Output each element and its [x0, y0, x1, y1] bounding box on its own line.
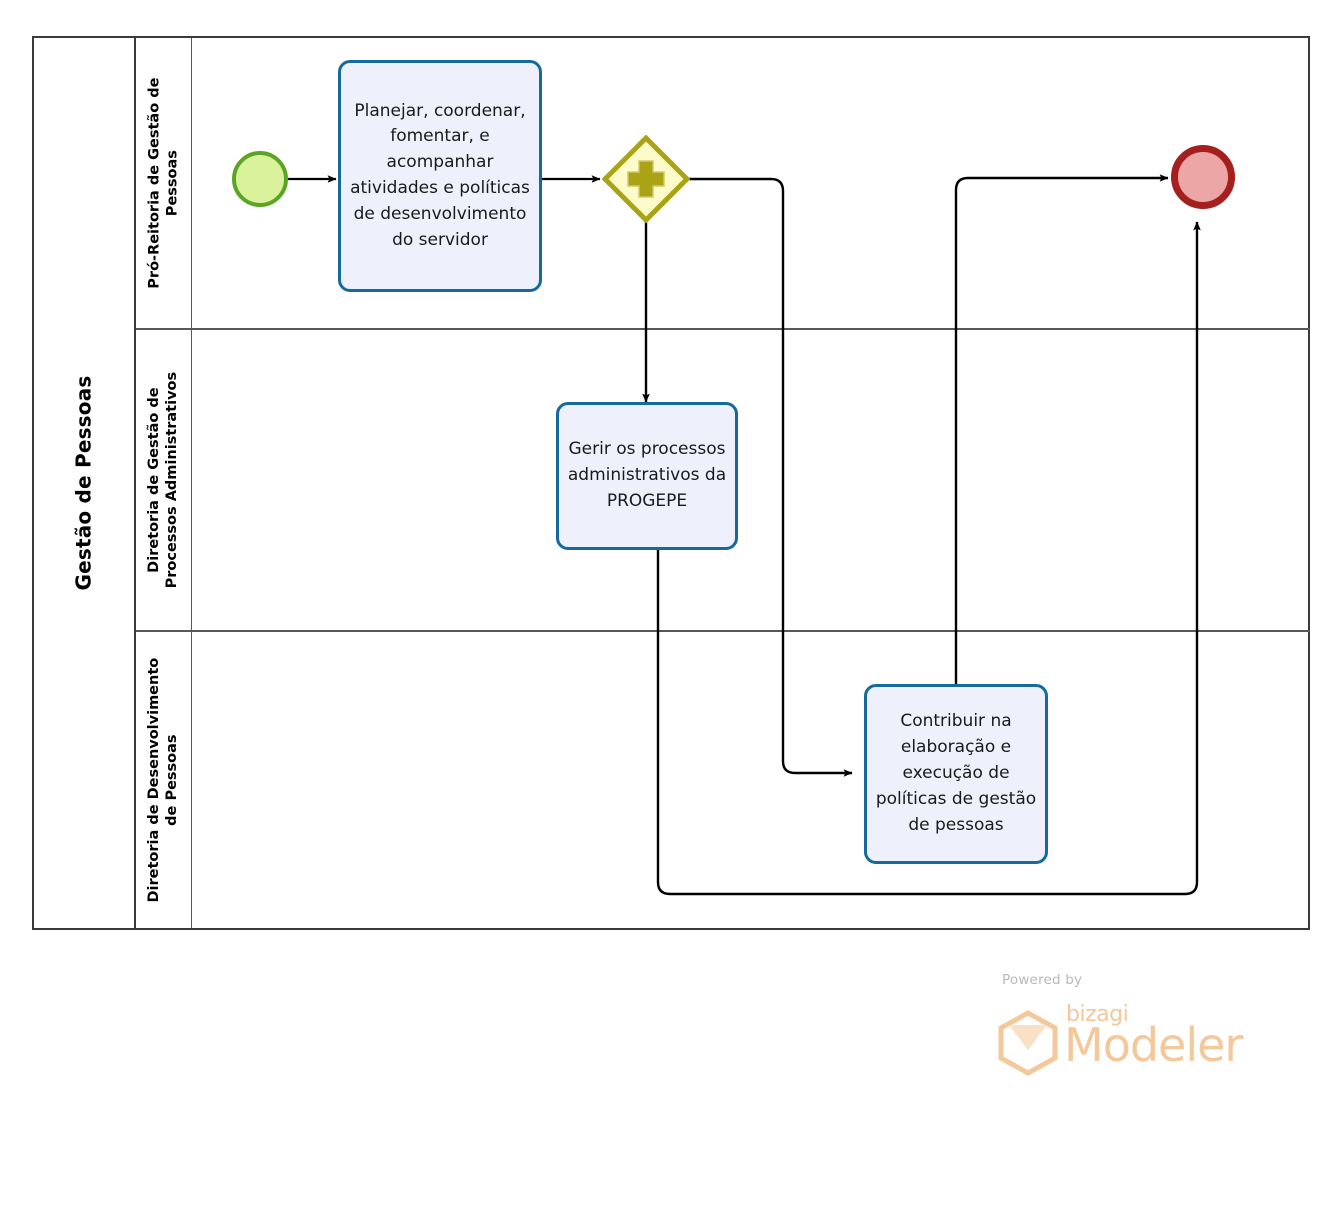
watermark-powered-by-label: Powered by: [1002, 972, 1083, 988]
lane-body-3: [192, 632, 1310, 928]
parallel-gateway[interactable]: [601, 134, 691, 224]
task-contribuir-elaboracao-execucao-politicas[interactable]: Contribuir na elaboração e execução de p…: [864, 684, 1048, 864]
bizagi-watermark: Powered by bizagi Modeler: [968, 972, 1268, 1082]
lane-body-2: [192, 330, 1310, 630]
bizagi-hexagon-logo-icon: [998, 1010, 1058, 1076]
task-gerir-processos-administrativos[interactable]: Gerir os processos administrativos da PR…: [556, 402, 738, 550]
watermark-product-label: Modeler: [1064, 1018, 1243, 1072]
start-event[interactable]: [232, 151, 288, 207]
task-planejar-coordenar-fomentar[interactable]: Planejar, coordenar, fomentar, e acompan…: [338, 60, 542, 292]
end-event[interactable]: [1171, 145, 1235, 209]
watermark-brand-label: bizagi: [1066, 1002, 1129, 1027]
pool-header: Gestão de Pessoas: [34, 38, 136, 928]
parallel-gateway-icon: [601, 134, 691, 224]
pool-title: Gestão de Pessoas: [72, 375, 96, 591]
